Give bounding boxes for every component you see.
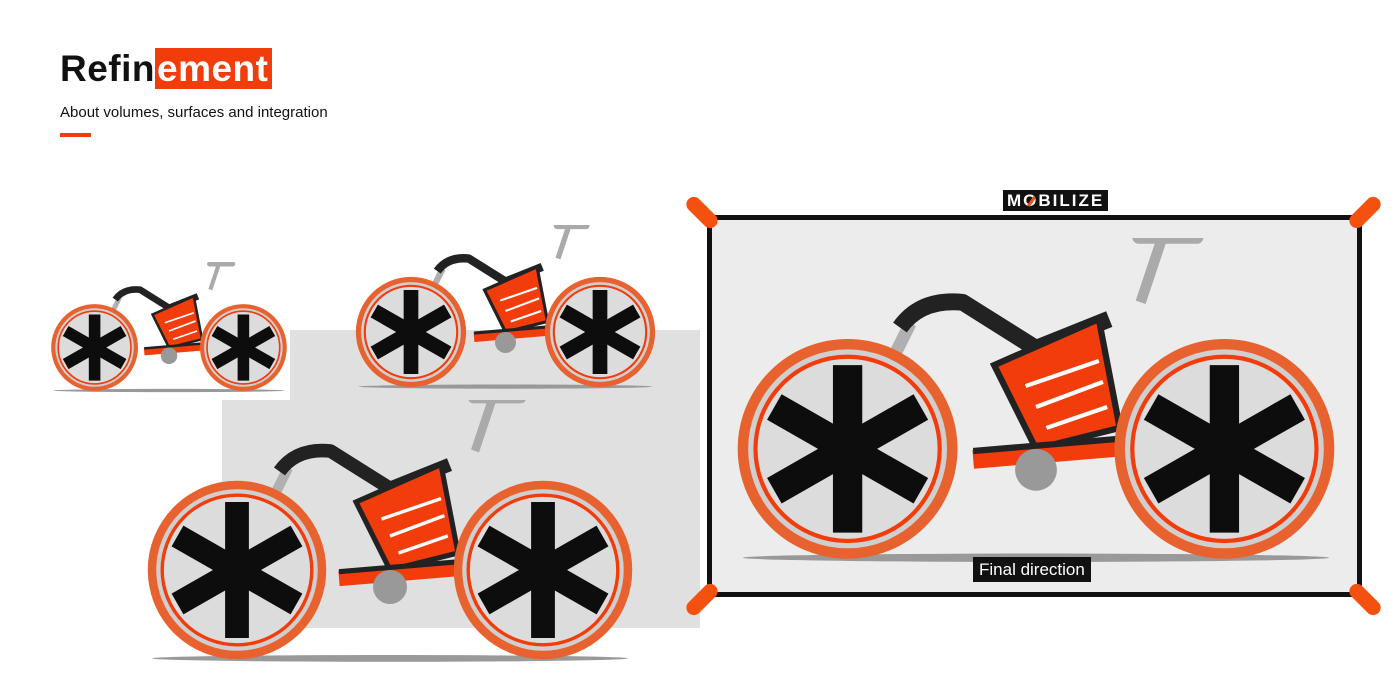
final-direction-label: Final direction [973,557,1091,582]
title-plain: Refin [60,48,155,89]
corner-tab-bottom-right [1346,580,1384,619]
corner-tab-top-right [1346,193,1384,232]
logo-text-m: M [1007,191,1024,210]
bike-sketch-small [45,262,293,400]
logo-text-bilize: BILIZE [1038,191,1105,210]
title-highlight: ement [155,48,273,89]
accent-divider [60,133,91,137]
bike-sketch-large [135,400,645,672]
mobilize-logo: MOBILIZE [1003,190,1109,211]
page-title: Refinement [60,48,273,90]
corner-tab-top-left [683,193,721,232]
bike-final-direction [722,238,1350,576]
logo-slashed-o: O [1023,191,1039,210]
page-subtitle: About volumes, surfaces and integration [60,104,328,121]
bike-sketch-medium [348,225,663,397]
